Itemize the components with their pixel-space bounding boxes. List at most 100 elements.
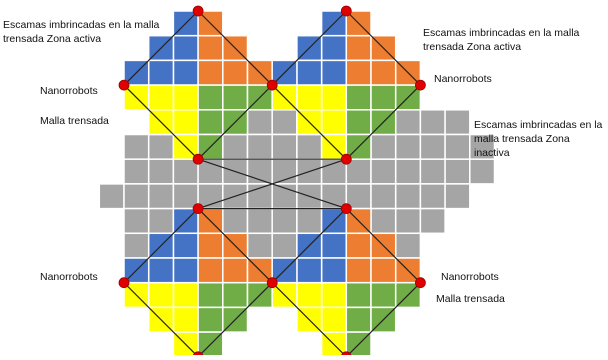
scale-tile: [271, 133, 298, 160]
mesh-line: [197, 282, 273, 358]
scale-tile: [345, 232, 372, 259]
scale-tile: [147, 257, 175, 284]
scale-tile: [197, 59, 224, 86]
mesh-line: [271, 84, 347, 160]
label-scales-active-right: Escamas imbrincadas en la malla trensada…: [423, 27, 580, 53]
scale-tile: [172, 84, 199, 111]
scale-tile: [444, 133, 471, 160]
scale-tile: [320, 109, 348, 136]
scale-tile: [222, 257, 249, 284]
scale-tile: [419, 109, 446, 136]
label-braided-mesh-left: Malla trensada: [40, 115, 109, 127]
mesh-line: [197, 158, 347, 210]
nanorobot-node: [192, 153, 204, 165]
scale-tile: [345, 306, 372, 333]
scale-tile: [197, 34, 224, 62]
scale-tile: [469, 158, 496, 185]
scale-tile: [172, 257, 199, 284]
scale-tile: [345, 84, 372, 111]
scale-tile: [172, 281, 199, 309]
scale-tile: [419, 207, 446, 235]
scale-tile: [394, 158, 422, 185]
scale-tile: [197, 232, 224, 259]
scale-tile: [123, 207, 150, 235]
mesh-line: [271, 10, 347, 86]
scale-tile: [147, 158, 175, 185]
scale-tile: [394, 109, 422, 136]
scale-tile: [320, 34, 348, 62]
scale-tile: [320, 257, 348, 284]
scale-tile: [222, 281, 249, 309]
scale-tile: [296, 59, 323, 86]
scale-tile: [296, 257, 323, 284]
scale-tile: [320, 281, 348, 309]
mesh-line: [123, 10, 199, 86]
scale-tile: [147, 133, 175, 160]
scale-tile: [147, 59, 175, 86]
scale-tile: [320, 59, 348, 86]
mesh-line: [197, 10, 273, 86]
scale-tile: [419, 133, 446, 160]
scale-tile: [147, 183, 175, 210]
scale-tile: [296, 84, 323, 111]
nanorobot-node: [266, 277, 278, 289]
scale-tile: [296, 207, 323, 235]
mesh-line: [123, 208, 199, 284]
scale-tile: [370, 158, 397, 185]
nanorobot-node: [340, 153, 352, 165]
scale-tile: [123, 158, 150, 185]
scale-tile: [197, 84, 224, 111]
mesh-line: [345, 282, 421, 358]
mesh-line: [197, 84, 273, 160]
nanorobot-node: [414, 79, 426, 91]
scale-tile: [345, 109, 372, 136]
label-scales-active-left: Escamas imbrincadas en la malla trensada…: [3, 19, 160, 45]
mesh-line: [345, 84, 421, 160]
scale-tile: [197, 109, 224, 136]
label-nanorobots-right-top: Nanorrobots: [434, 73, 492, 85]
scale-tile: [320, 84, 348, 111]
label-nanorobots-left-top: Nanorrobots: [40, 85, 98, 97]
scale-tile: [469, 133, 496, 160]
scale-tile: [172, 232, 199, 259]
scale-tile: [246, 109, 273, 136]
scale-tile: [271, 207, 298, 235]
nanorobot-node: [118, 79, 130, 91]
scale-tile: [345, 257, 372, 284]
scale-tile: [147, 281, 175, 309]
scale-tile: [123, 133, 150, 160]
scale-tiles: [98, 10, 496, 358]
scale-tile: [320, 232, 348, 259]
scale-tile: [394, 207, 422, 235]
nanorobot-node: [192, 203, 204, 215]
scale-tile: [394, 183, 422, 210]
scale-tile: [271, 109, 298, 136]
scale-tile: [370, 59, 397, 86]
scale-tile: [444, 183, 471, 210]
mesh-line: [123, 84, 199, 160]
scale-tile: [419, 183, 446, 210]
nanorobot-node: [340, 203, 352, 215]
scale-tile: [370, 133, 397, 160]
mesh-line: [197, 208, 273, 284]
scale-tile: [370, 257, 397, 284]
scale-tile: [147, 84, 175, 111]
scale-tile: [222, 84, 249, 111]
scale-tile: [370, 281, 397, 309]
scale-tile: [246, 207, 273, 235]
scale-tile: [172, 59, 199, 86]
mesh-line: [123, 282, 199, 358]
nanorobot-node: [340, 5, 352, 17]
label-nanorobots-left-bottom: Nanorrobots: [40, 271, 98, 283]
nanorobot-node: [192, 5, 204, 17]
scale-tile: [370, 183, 397, 210]
mesh-line: [271, 208, 347, 284]
scale-tile: [123, 183, 150, 210]
scale-tile: [394, 133, 422, 160]
scale-tile: [222, 59, 249, 86]
scale-tile: [172, 306, 199, 333]
scale-tile: [296, 133, 323, 160]
mesh-line: [345, 208, 421, 284]
mesh-line: [271, 282, 347, 358]
